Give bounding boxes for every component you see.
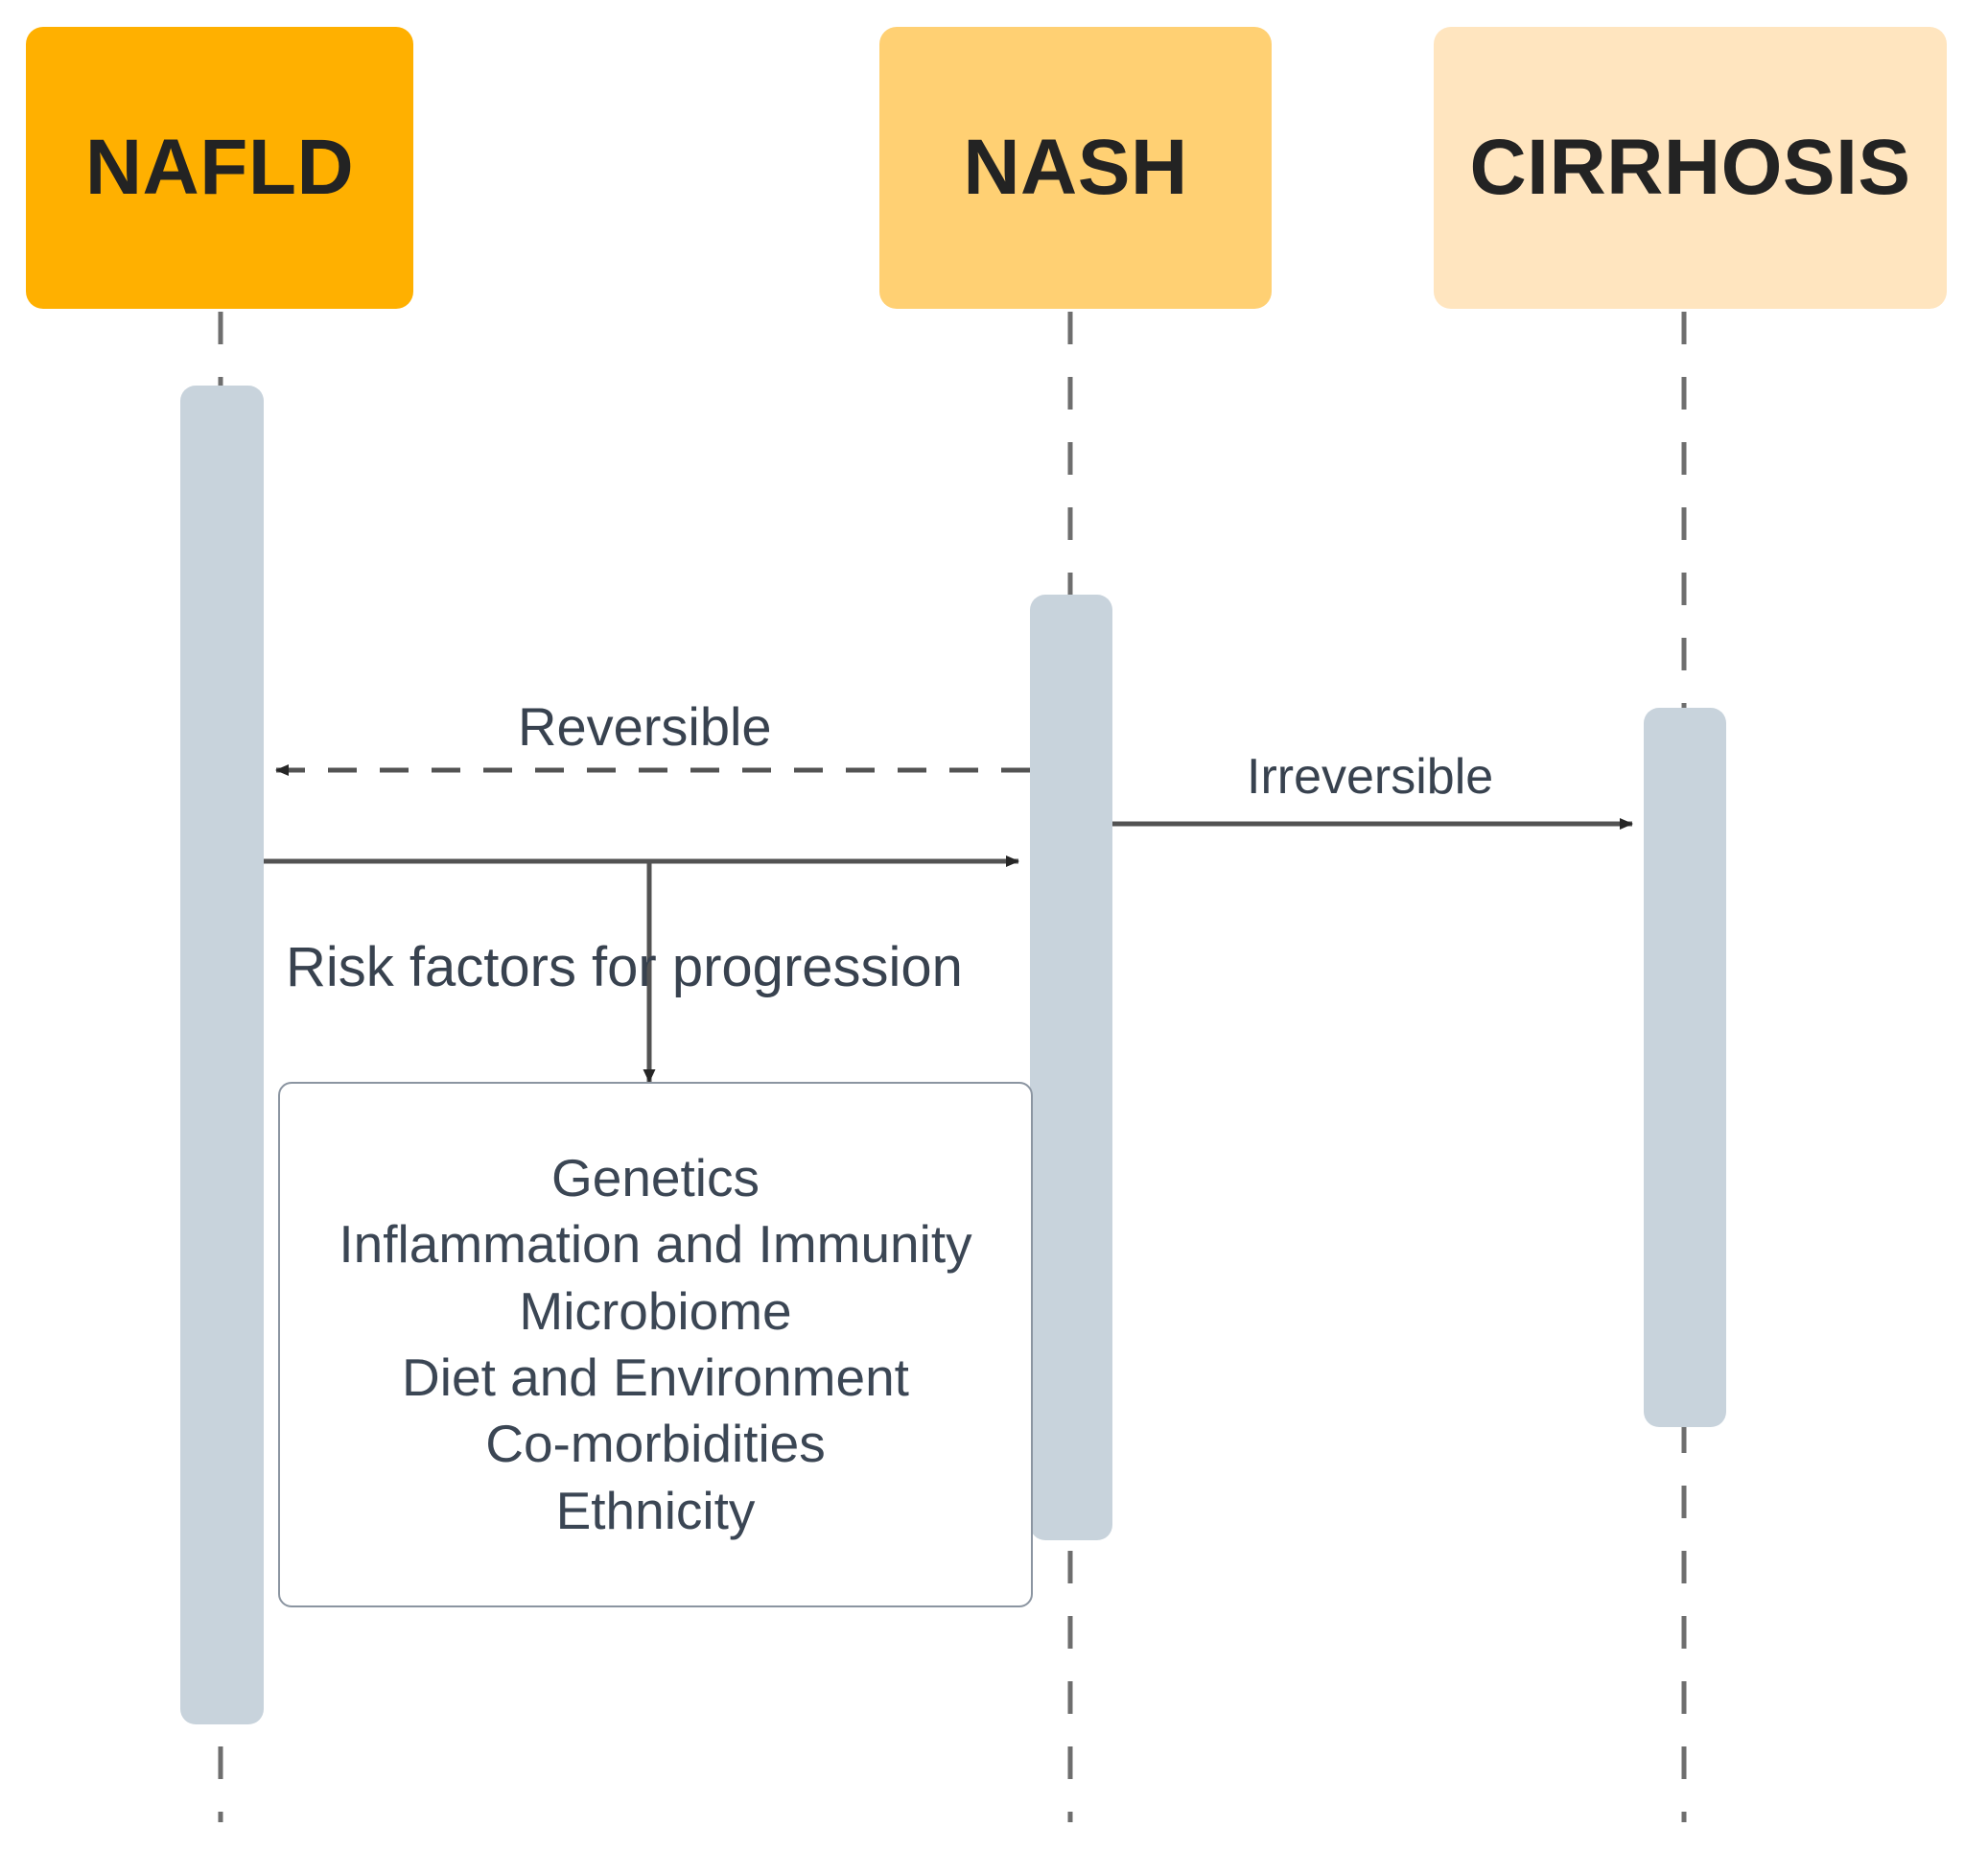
actor-label-cirrhosis: CIRRHOSIS: [1469, 124, 1911, 211]
activation-bar-nafld: [180, 386, 264, 1724]
actor-box-cirrhosis[interactable]: CIRRHOSIS: [1434, 27, 1947, 309]
message-label-reversible: Reversible: [518, 696, 772, 757]
note-caption-risk-factors: Risk factors for progression: [286, 936, 963, 998]
risk-factor-item: Inflammation and Immunity: [339, 1214, 972, 1275]
actor-box-nash[interactable]: NASH: [879, 27, 1272, 309]
risk-factor-item: Genetics: [550, 1148, 760, 1208]
risk-factor-item: Co-morbidities: [485, 1414, 826, 1474]
risk-factor-item: Microbiome: [519, 1280, 792, 1341]
risk-factors-note-box[interactable]: Genetics Inflammation and Immunity Micro…: [278, 1082, 1033, 1607]
actor-box-nafld[interactable]: NAFLD: [26, 27, 413, 309]
message-arrows: [264, 764, 1633, 1083]
activation-bars: [180, 386, 1726, 1724]
actor-label-nash: NASH: [963, 124, 1188, 211]
risk-factor-item: Ethnicity: [555, 1480, 756, 1540]
actor-label-nafld: NAFLD: [84, 124, 355, 211]
risk-factor-item: Diet and Environment: [402, 1347, 909, 1407]
activation-bar-cirrhosis: [1644, 708, 1726, 1427]
message-label-irreversible: Irreversible: [1247, 749, 1494, 805]
activation-bar-nash: [1030, 595, 1112, 1540]
